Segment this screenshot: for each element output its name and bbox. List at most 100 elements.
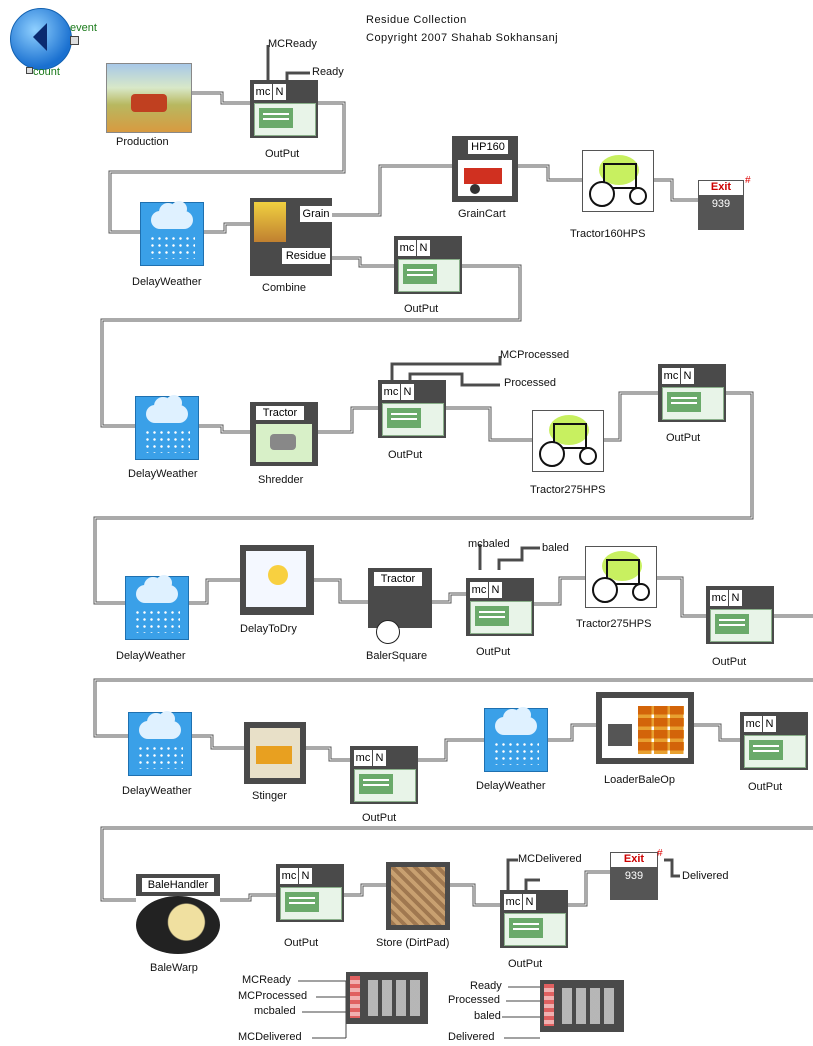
delay-weather-block-3[interactable]: [125, 575, 189, 640]
counter-marker-1: #: [745, 175, 751, 186]
combine-icon: [254, 202, 286, 242]
output-label-6: OutPut: [712, 656, 747, 668]
bale-handler-tag: BaleHandler: [142, 878, 214, 892]
processed-signal: Processed: [504, 377, 556, 389]
baler-square-block[interactable]: Tractor: [368, 568, 432, 628]
legend-left-2: mcbaled: [254, 1005, 296, 1017]
exit-counter-2[interactable]: Exit 939: [610, 852, 658, 900]
mc-port-label: mc: [254, 84, 272, 100]
counter-marker-2: #: [657, 848, 663, 859]
executive-block[interactable]: [10, 8, 72, 70]
tractor275-block-1[interactable]: [532, 410, 604, 472]
bale-handler-block[interactable]: BaleHandler: [136, 874, 220, 896]
shredder-tag: Tractor: [256, 406, 304, 420]
loader-icon: [602, 698, 688, 758]
tractor275-block-2[interactable]: [585, 546, 657, 608]
baler-tag: Tractor: [374, 572, 422, 586]
combine-label: Combine: [262, 282, 307, 294]
store-label: Store (DirtPad): [376, 937, 450, 949]
mcbaled-signal: mcbaled: [468, 538, 510, 550]
tractor275-label-2: Tractor275HPS: [576, 618, 652, 630]
mc-delivered-signal: MCDelivered: [518, 853, 582, 865]
store-block[interactable]: [386, 862, 450, 930]
delay-weather-label-4: DelayWeather: [122, 785, 192, 797]
cloud-icon: [151, 201, 193, 229]
loader-bale-op-block[interactable]: [596, 692, 694, 764]
grain-cart-block[interactable]: HP160: [452, 136, 518, 202]
harvester-icon: [131, 94, 167, 112]
baler-wheel-icon: [376, 620, 400, 644]
delay-weather-label-2: DelayWeather: [128, 468, 198, 480]
matrix-block-right[interactable]: [540, 980, 624, 1032]
exit-counter-1[interactable]: Exit 939: [698, 180, 744, 230]
exit-counter-header: Exit: [698, 180, 744, 196]
output-label-7: OutPut: [362, 812, 397, 824]
baler-square-label: BalerSquare: [366, 650, 428, 662]
production-label: Production: [116, 136, 169, 148]
production-block[interactable]: [106, 63, 192, 133]
delay-weather-block-2[interactable]: [135, 395, 199, 460]
count-port[interactable]: [26, 67, 33, 74]
output-label-9: OutPut: [284, 937, 319, 949]
delay-to-dry-block[interactable]: [240, 545, 314, 615]
output-label-8: OutPut: [748, 781, 783, 793]
tractor275-label-1: Tractor275HPS: [530, 484, 606, 496]
shredder-icon: [256, 424, 312, 462]
dirt-pad-icon: [391, 867, 445, 925]
legend-right-2: baled: [474, 1010, 501, 1022]
stinger-block[interactable]: [244, 722, 306, 784]
delay-weather-block-1[interactable]: [140, 201, 204, 266]
tractor160-block[interactable]: [582, 150, 654, 212]
delay-weather-label-5: DelayWeather: [476, 780, 546, 792]
delay-weather-block-4[interactable]: [128, 711, 192, 776]
legend-right-1: Processed: [448, 994, 500, 1006]
delay-weather-block-5[interactable]: [484, 707, 548, 772]
bale-warp-label: BaleWarp: [150, 962, 198, 974]
bale-warp-icon[interactable]: [136, 896, 220, 954]
mc-ready-signal: MCReady: [268, 38, 317, 50]
legend-left-1: MCProcessed: [238, 990, 308, 1002]
truck-icon: [250, 728, 300, 778]
output-block-1[interactable]: mc N: [250, 80, 318, 138]
output-label-4: OutPut: [666, 432, 701, 444]
count-label: count: [33, 66, 60, 78]
grain-cart-label: GrainCart: [458, 208, 506, 220]
executive-arrow-icon: [33, 23, 47, 51]
n-port-label: N: [273, 84, 286, 100]
shredder-label: Shredder: [258, 474, 304, 486]
output-label-1: OutPut: [265, 148, 300, 160]
residue-port-label: Residue: [282, 248, 330, 264]
legend-right-3: Delivered: [448, 1031, 495, 1043]
grain-cart-icon: [458, 160, 512, 196]
legend-left-0: MCReady: [242, 974, 291, 986]
combine-block[interactable]: Grain Residue: [250, 198, 332, 276]
sun-icon: [246, 551, 306, 607]
ready-signal: Ready: [312, 66, 344, 78]
copyright-text: Copyright 2007 Shahab Sokhansanj: [366, 32, 559, 44]
tractor160-label: Tractor160HPS: [570, 228, 646, 240]
stinger-label: Stinger: [252, 790, 287, 802]
matrix-block-left[interactable]: [346, 972, 428, 1024]
shredder-block[interactable]: Tractor: [250, 402, 318, 466]
exit-counter-value: 939: [711, 198, 731, 210]
model-title: Residue Collection: [366, 14, 467, 26]
event-label: event: [70, 22, 97, 34]
mc-processed-signal: MCProcessed: [500, 349, 570, 361]
tractor-icon: [603, 163, 637, 189]
hp160-tag: HP160: [468, 140, 508, 154]
output-label-3: OutPut: [388, 449, 423, 461]
baled-signal: baled: [542, 542, 569, 554]
event-port[interactable]: [70, 36, 79, 45]
output-label-2: OutPut: [404, 303, 439, 315]
legend-right-0: Ready: [470, 980, 502, 992]
